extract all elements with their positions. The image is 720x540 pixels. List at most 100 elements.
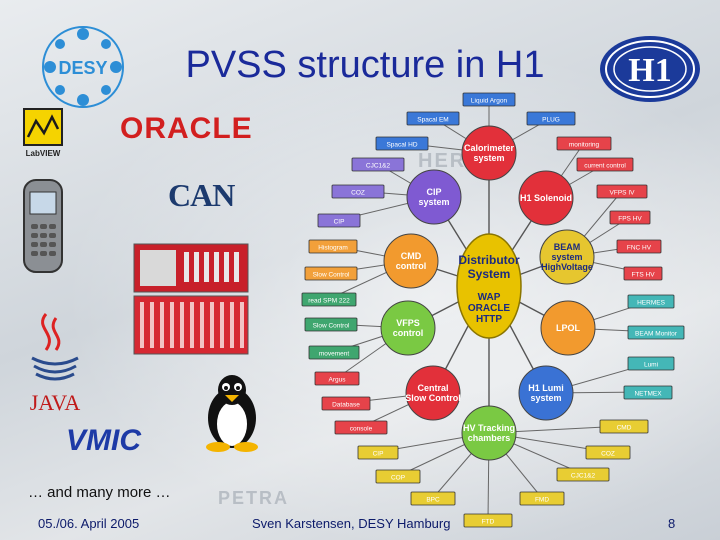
box-database: Database (322, 397, 370, 410)
circle-label: CMD (401, 251, 422, 261)
circle-label: H1 Solenoid (520, 193, 572, 203)
box-label: COP (391, 475, 405, 482)
box-label: FNC HV (627, 245, 652, 252)
box-label: Argus (329, 377, 347, 384)
box-label: current control (584, 163, 626, 170)
core-sub-label: WAP (478, 292, 501, 303)
box-label: VFPS IV (610, 190, 636, 197)
box-cip-small: CIP (318, 214, 360, 227)
box-label: BEAM Monitor (635, 331, 678, 338)
circle-h1solenoid: H1 Solenoid (519, 171, 573, 225)
circle-label: control (393, 328, 424, 338)
box-lumi-box: Lumi (628, 357, 674, 370)
box-label: console (350, 426, 373, 433)
box-liquid-argon: Liquid Argon (463, 93, 515, 106)
box-label: COZ (351, 190, 365, 197)
box-label: CIP (373, 451, 384, 458)
box-fps-hv: FPS HV (610, 211, 650, 224)
box-hermes: HERMES (628, 295, 674, 308)
box-fts-hv: FTS HV (624, 267, 662, 280)
circle-label: Calorimeter (464, 143, 515, 153)
box-label: Lumi (644, 362, 658, 369)
box-cjc12: CJC1&2 (352, 158, 404, 171)
box-label: CIP (334, 219, 345, 226)
box-netmex: NETMEX (624, 386, 672, 399)
box-coz-top: COZ (332, 185, 384, 198)
circle-label: VFPS (396, 318, 420, 328)
box-cmd-box: CMD (600, 420, 648, 433)
distributor-core: DistributorSystemWAPORACLEHTTP (457, 234, 521, 338)
circle-label: HV Tracking (463, 423, 515, 433)
circle-label: HighVoltage (541, 262, 593, 272)
circle-label: control (396, 261, 427, 271)
box-label: HERMES (637, 300, 665, 307)
box-cip-bottom: CIP (358, 446, 398, 459)
circle-label: Central (417, 383, 448, 393)
circle-label: H1 Lumi (528, 383, 564, 393)
box-label: CJC1&2 (571, 473, 596, 480)
box-label: NETMEX (634, 391, 662, 398)
core-label: System (468, 267, 511, 281)
box-current-control: current control (577, 158, 633, 171)
circle-label: system (418, 197, 449, 207)
box-label: Spacal EM (417, 117, 448, 124)
box-argus: Argus (315, 372, 359, 385)
box-label: Spacal HD (386, 142, 417, 149)
box-histogram: Histogram (309, 240, 357, 253)
box-label: COZ (601, 451, 615, 458)
box-cjc-bottom: CJC1&2 (557, 468, 609, 481)
box-coz-bottom: COZ (586, 446, 630, 459)
box-label: Histogram (318, 245, 348, 252)
circle-label: chambers (468, 433, 511, 443)
box-slow-control: Slow Control (305, 267, 357, 280)
box-label: FMD (535, 497, 549, 504)
box-bpc: BPC (411, 492, 455, 505)
box-cop: COP (376, 470, 420, 483)
circle-label: system (473, 153, 504, 163)
box-label: PLUG (542, 117, 560, 124)
box-fnc-hv: FNC HV (617, 240, 661, 253)
box-read-spm: read SPM 222 (302, 293, 356, 306)
box-ftd: FTD (464, 514, 512, 527)
page-number: 8 (668, 516, 675, 531)
box-vfps-iv: VFPS IV (597, 185, 647, 198)
and-many-more-text: … and many more … (28, 484, 171, 501)
box-label: Slow Control (313, 272, 350, 279)
box-label: Database (332, 402, 360, 409)
core-sub-label: ORACLE (468, 303, 511, 314)
core-sub-label: HTTP (476, 314, 502, 325)
box-label: movement (319, 351, 350, 358)
box-beam-monitor: BEAM Monitor (628, 326, 684, 339)
box-slow-control-green: Slow Control (305, 318, 357, 331)
box-label: Slow Control (313, 323, 350, 330)
circle-label: Slow Control (405, 393, 461, 403)
box-spacal-em: Spacal EM (407, 112, 459, 125)
box-label: CJC1&2 (366, 163, 391, 170)
box-console: console (335, 421, 387, 434)
box-monitoring: monitoring (557, 137, 611, 150)
circle-lpol: LPOL (541, 301, 595, 355)
box-label: monitoring (569, 142, 600, 149)
box-movement: movement (309, 346, 359, 359)
footer-author: Sven Karstensen, DESY Hamburg (252, 516, 450, 531)
circle-label: BEAM (554, 242, 581, 252)
box-label: FTS HV (631, 272, 655, 279)
circle-calorimeter: Calorimetersystem (462, 126, 516, 180)
box-plug: PLUG (527, 112, 575, 125)
circle-label: CIP (426, 187, 441, 197)
box-spacal-hd: Spacal HD (376, 137, 428, 150)
footer-date: 05./06. April 2005 (38, 516, 139, 531)
box-label: FTD (482, 519, 495, 526)
box-fmd: FMD (520, 492, 564, 505)
circle-label: LPOL (556, 323, 581, 333)
box-label: FPS HV (618, 216, 642, 223)
core-label: Distributor (458, 253, 520, 267)
circle-label: system (530, 393, 561, 403)
